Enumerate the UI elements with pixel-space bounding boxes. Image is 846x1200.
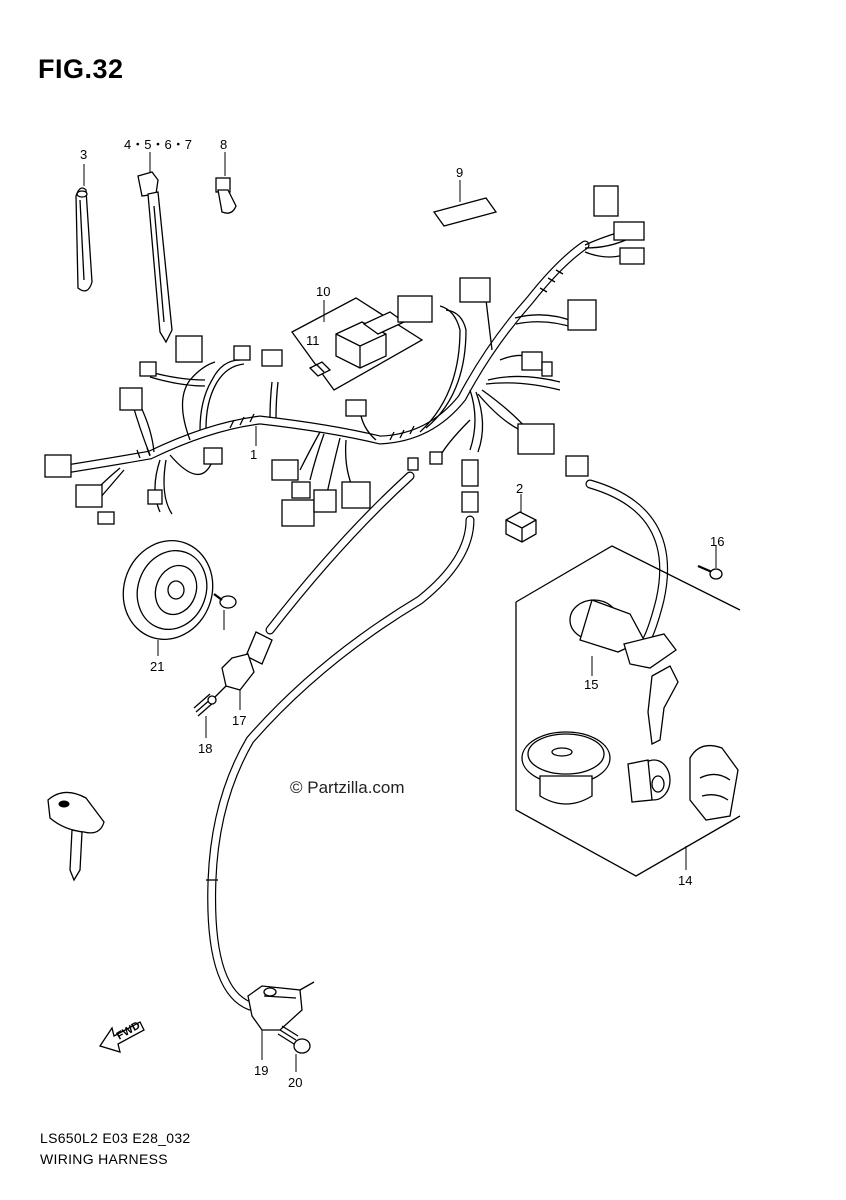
part-16-screw[interactable] [193,693,217,717]
callout-14[interactable]: 16 [710,534,725,549]
part-2-relay[interactable] [505,511,537,543]
switch-cables [206,455,669,1011]
copyright-watermark: © Partzilla.com [290,778,405,797]
callout-3[interactable]: 3 [80,147,88,162]
part-14-screw[interactable] [697,564,723,580]
part-1-main-harness[interactable] [44,185,645,527]
callout-17[interactable]: 19 [254,1063,269,1078]
part-21-key[interactable] [47,791,105,882]
callout-13[interactable]: 15 [584,677,599,692]
part-18-bolt[interactable] [277,1025,311,1054]
part-3-cable-strap[interactable] [75,187,93,292]
part-4-7-cable-tie[interactable] [137,171,173,344]
part-20-bolt[interactable] [213,593,237,609]
callout-16[interactable]: 18 [198,741,213,756]
figure-title: FIG.32 [38,54,124,84]
callout-9[interactable]: 9 [456,165,464,180]
callout-4-7[interactable]: 4・5・6・7 [124,137,192,152]
figure-name: WIRING HARNESS [40,1151,168,1167]
part-19-horn[interactable] [110,528,227,652]
callout-18[interactable]: 20 [288,1075,303,1090]
callout-15[interactable]: 17 [232,713,247,728]
part-8-clamp[interactable] [215,177,237,214]
fwd-arrow-icon [98,1021,145,1053]
callout-2[interactable]: 2 [516,481,524,496]
callout-12[interactable]: 14 [678,873,693,888]
part-12-lock-set[interactable] [515,545,741,877]
part-17-switch-assembly[interactable] [247,981,315,1031]
callout-8[interactable]: 8 [220,137,228,152]
part-15-switch[interactable] [211,631,273,701]
figure-code: LS650L2 E03 E28_032 [40,1130,191,1146]
part-10-fuse-box-group[interactable] [291,297,424,391]
callout-11[interactable]: 11 [306,333,320,348]
callout-19[interactable]: 21 [150,659,165,674]
callout-10[interactable]: 10 [316,284,331,299]
part-9-label[interactable] [432,197,498,227]
callout-1[interactable]: 1 [250,447,258,462]
